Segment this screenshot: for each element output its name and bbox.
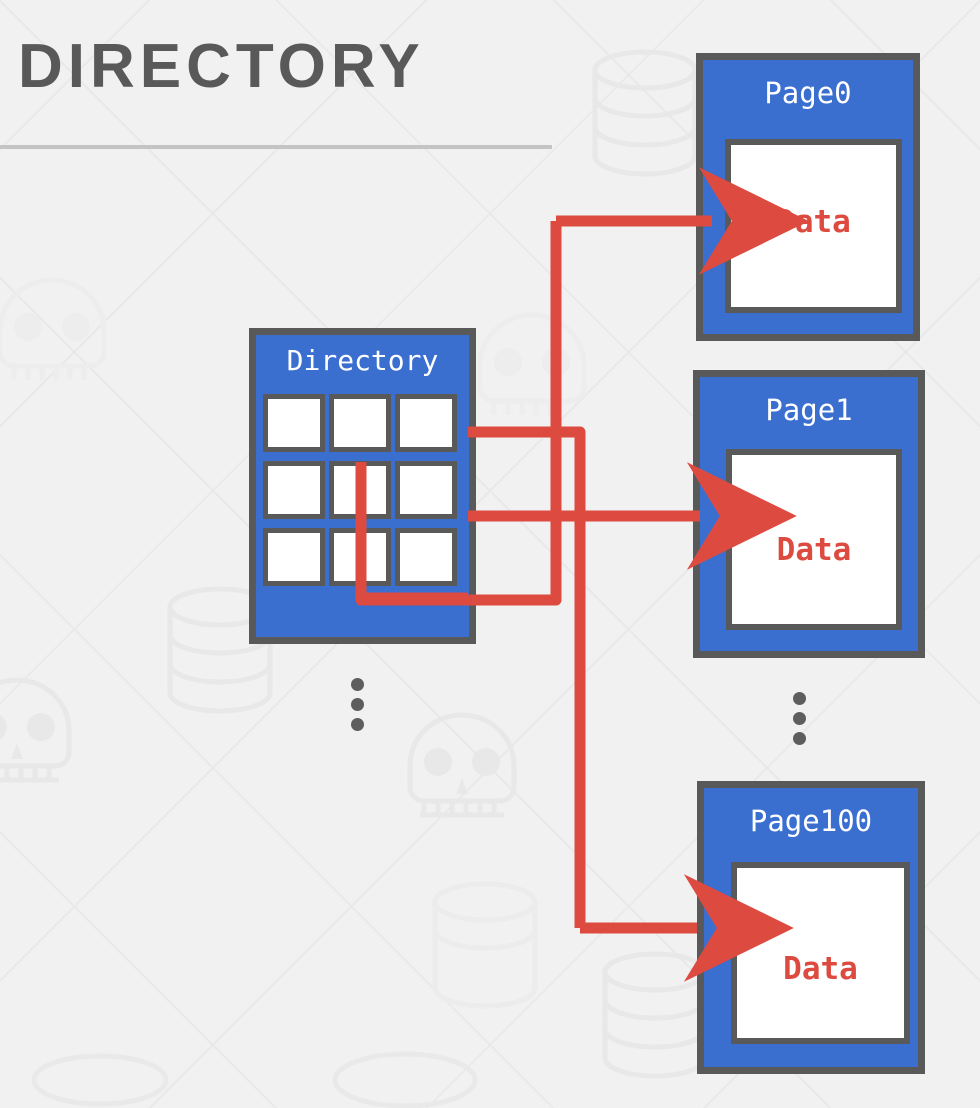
page-box-100[interactable]: Page100 Data [697, 781, 925, 1074]
database-cylinder-icon [330, 1035, 480, 1108]
page-box-1-data-label: Data [776, 532, 852, 568]
connector-row1-to-page100 [468, 426, 586, 928]
page-box-1-title: Page1 [765, 393, 853, 427]
directory-row [263, 528, 463, 586]
directory-row [263, 394, 463, 452]
skull-icon [0, 255, 140, 415]
page-box-0[interactable]: Page0 Data [696, 53, 920, 341]
page-box-1[interactable]: Page1 Data [693, 370, 925, 658]
directory-cell-1-3[interactable] [395, 394, 457, 452]
page-box-100-title: Page100 [749, 804, 873, 838]
page-box-0-data-label: Data [776, 204, 851, 240]
directory-cell-2-1[interactable] [263, 461, 325, 519]
database-cylinder-icon [430, 880, 540, 1010]
database-cylinder-icon [600, 950, 710, 1080]
directory-box[interactable]: Directory [249, 328, 476, 644]
directory-cell-2-3[interactable] [395, 461, 457, 519]
page-box-1-data-area: Data [726, 449, 902, 630]
directory-vertical-ellipsis-icon [351, 678, 364, 731]
page-box-100-data-area: Data [731, 862, 910, 1044]
directory-grid [263, 394, 463, 586]
page-title: DIRECTORY [18, 32, 425, 101]
pages-vertical-ellipsis-icon [793, 692, 806, 745]
page-box-0-title: Page0 [764, 76, 852, 110]
directory-cell-3-2[interactable] [329, 528, 391, 586]
skull-icon [390, 690, 550, 850]
title-divider [0, 145, 552, 149]
page-box-100-data-label: Data [783, 951, 858, 987]
skull-icon [0, 655, 105, 815]
skull-icon [460, 290, 620, 450]
directory-cell-3-3[interactable] [395, 528, 457, 586]
database-cylinder-icon [590, 48, 700, 178]
directory-cell-1-1[interactable] [263, 394, 325, 452]
directory-cell-3-1[interactable] [263, 528, 325, 586]
page-box-0-data-area: Data [725, 139, 902, 313]
directory-row [263, 461, 463, 519]
directory-cell-1-2[interactable] [329, 394, 391, 452]
directory-cell-2-2[interactable] [329, 461, 391, 519]
directory-title: Directory [286, 344, 439, 377]
database-cylinder-icon [30, 1040, 170, 1108]
